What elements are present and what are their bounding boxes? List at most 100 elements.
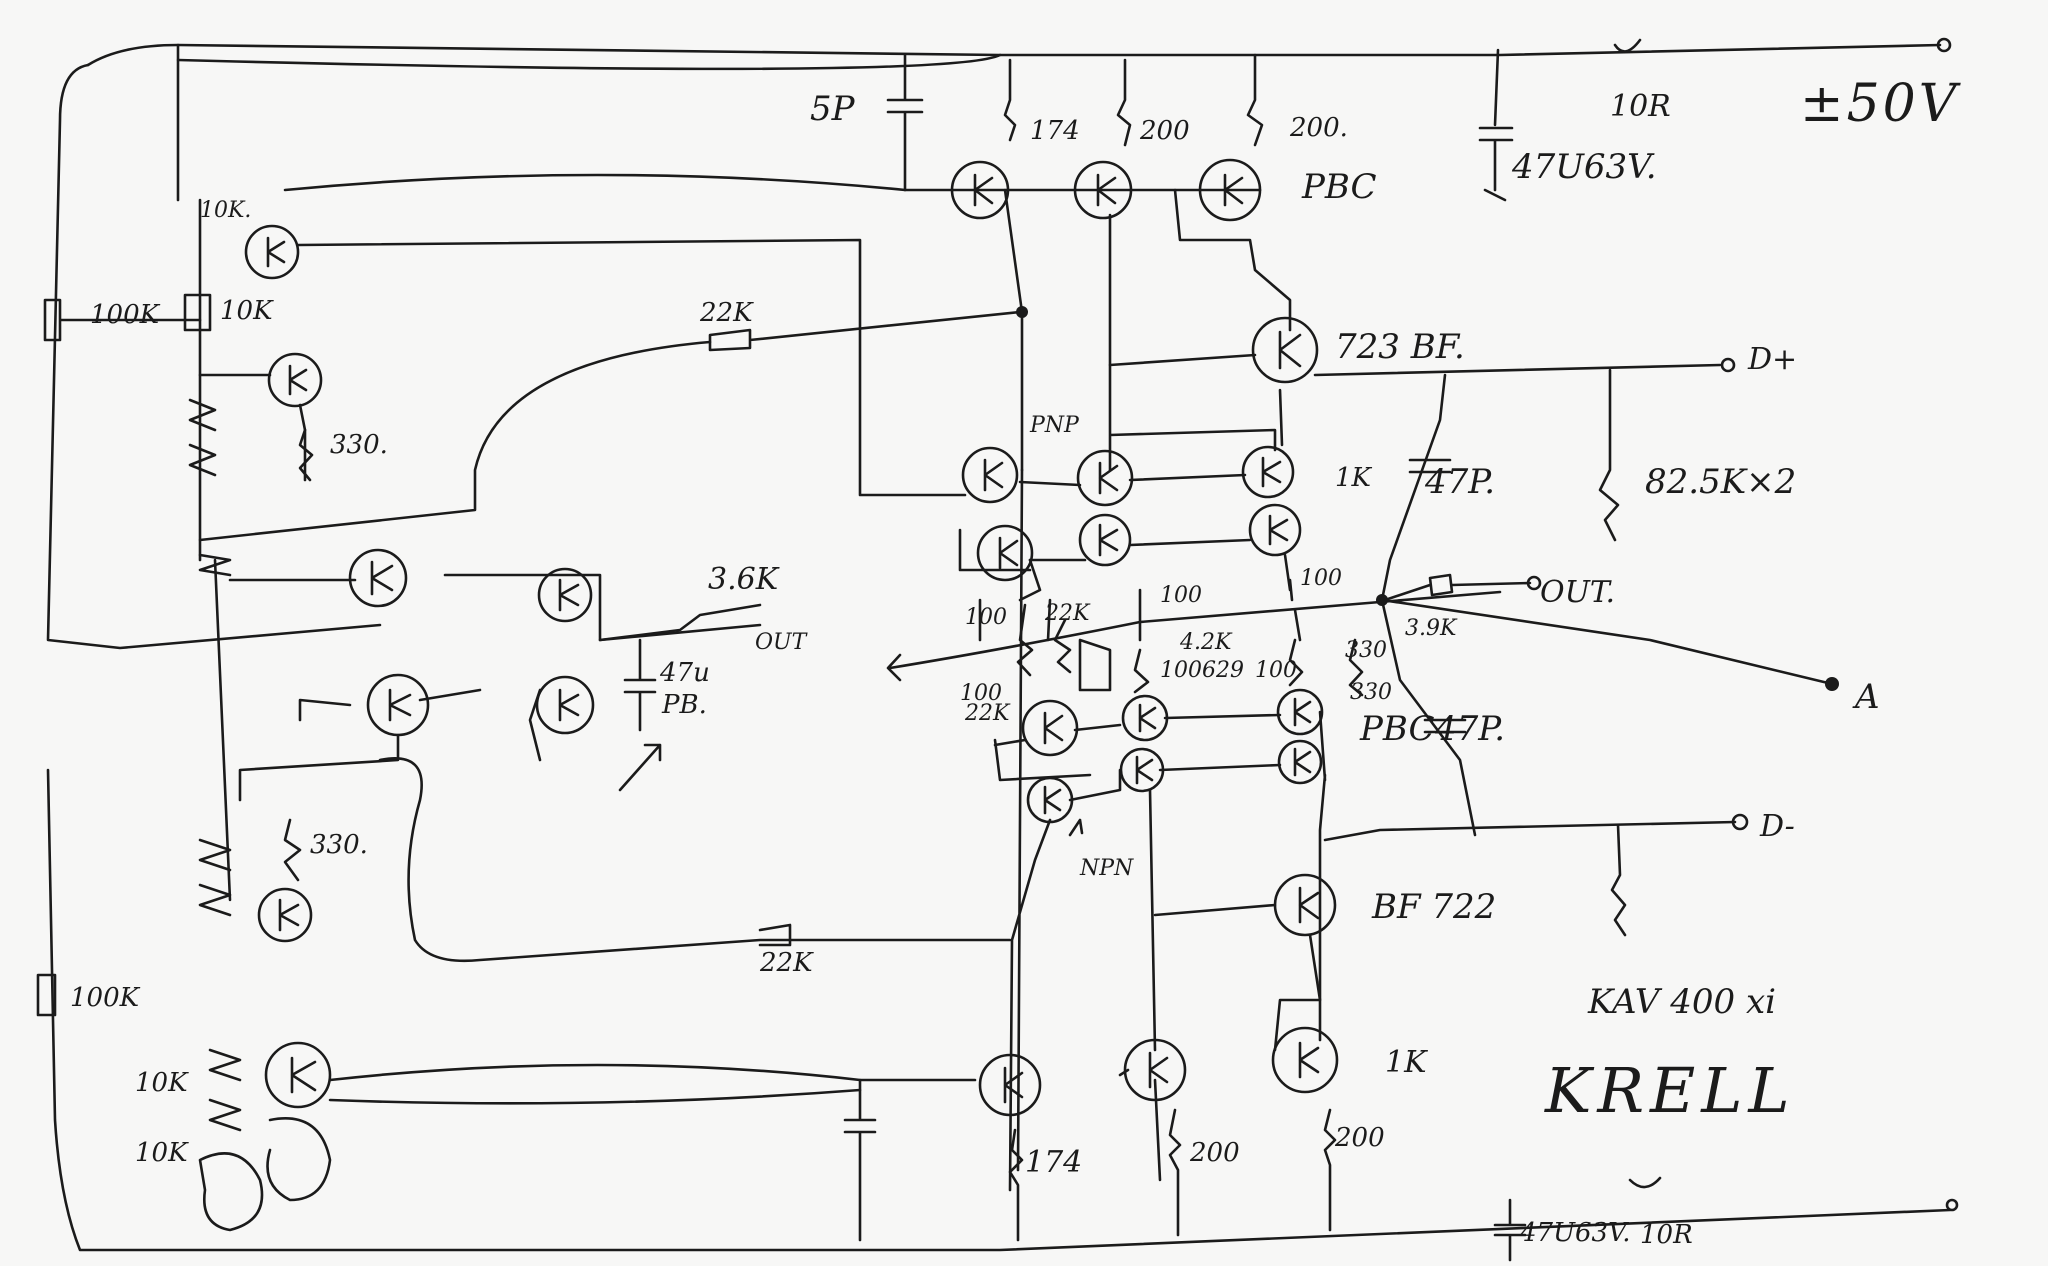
res-10k-top1-label: 10K. xyxy=(200,198,252,223)
bf723-label: 723 BF. xyxy=(1335,327,1465,367)
lower-left-blob xyxy=(198,1117,332,1232)
res-d-minus xyxy=(1610,823,1627,937)
transistor-l1 xyxy=(244,224,300,280)
res-200-bot1-label: 200 xyxy=(1190,1138,1240,1168)
transistor-in1 xyxy=(348,548,408,608)
out-main-label: OUT. xyxy=(1540,575,1616,610)
cap-47u-pb xyxy=(623,638,657,732)
res-200-top1-label: 200 xyxy=(1140,116,1190,146)
npn-label: NPN xyxy=(1080,856,1134,881)
res-1k-bot-label: 1K xyxy=(1385,1045,1427,1080)
lower-cascode xyxy=(993,688,1327,824)
upper-bus xyxy=(283,173,1262,192)
rail-bend xyxy=(176,53,1002,71)
lower-wire-1 xyxy=(328,1063,977,1082)
res-100-d-label: 100 xyxy=(1300,566,1342,591)
res-174-top xyxy=(1003,58,1017,142)
rail-cap-lead xyxy=(1478,48,1514,202)
top-rail-wire xyxy=(86,43,1942,67)
b-symbols xyxy=(1003,1041,1320,1104)
center-bus xyxy=(888,590,1502,670)
res-mesh xyxy=(1016,603,1364,697)
cap-47p-bot-sym xyxy=(1423,718,1467,734)
bottom-cap-label: 47U63V. xyxy=(1520,1218,1631,1248)
d-minus-label: D- xyxy=(1760,809,1795,844)
a-wire xyxy=(1380,598,1830,685)
transistor-bf723 xyxy=(1251,316,1319,384)
cap-47p-top-label: 47P. xyxy=(1425,462,1496,502)
res-row-1 xyxy=(978,578,1302,642)
res-100k-top-label: 100K xyxy=(90,300,160,330)
res-3-6k-label: 3.6K xyxy=(708,562,779,597)
res-100k-bot-label: 100K xyxy=(70,983,140,1013)
bf722-symbol xyxy=(1153,886,1320,924)
res-82-5k xyxy=(1598,368,1620,542)
res-3-9k-label: 3.9K xyxy=(1405,616,1457,641)
res-22k-top xyxy=(708,310,1022,352)
a-terminal xyxy=(1825,677,1839,691)
lower-left-outer xyxy=(46,768,1952,1252)
res-4-2k-label: 4.2K xyxy=(1180,630,1232,655)
cap-47u-label: 47u xyxy=(660,658,710,688)
transistor-b2 xyxy=(1123,1038,1187,1102)
vert-mid-lines xyxy=(1008,468,1327,1192)
res-22k-top-label: 22K xyxy=(700,298,753,328)
res-330-mid-label: 330 xyxy=(1345,638,1387,663)
supply-voltage-label: ±50V xyxy=(1800,74,1960,134)
res-10k-top2-label: 10K xyxy=(220,296,273,326)
brand-label: KRELL xyxy=(1545,1054,1796,1127)
transistor-l4 xyxy=(264,1041,332,1109)
vas-block xyxy=(958,213,1302,602)
lower-wire-2 xyxy=(328,1088,862,1105)
res-100k-top xyxy=(43,298,202,342)
res-200-top2-label: 200. xyxy=(1290,113,1348,143)
transistor-l2 xyxy=(267,352,323,408)
pnp-label: PNP xyxy=(1030,413,1079,438)
arrow-left xyxy=(886,653,902,682)
out-left-label: OUT xyxy=(755,630,807,655)
res-100629-label: 100629 xyxy=(1160,658,1244,683)
res-82-5k-label: 82.5K×2 xyxy=(1645,462,1797,502)
d-plus-label: D+ xyxy=(1748,342,1798,377)
res-330-top-label: 330. xyxy=(330,430,388,460)
res-200-top2 xyxy=(1246,53,1264,147)
bottom-res-10r xyxy=(1628,1176,1662,1189)
bf722-link xyxy=(1273,933,1322,1052)
res-100-c-label: 100 xyxy=(1160,583,1202,608)
rail-res-10r xyxy=(1613,38,1642,53)
rail-resistor-label: 10R xyxy=(1610,89,1671,124)
bottom-res-label: 10R xyxy=(1640,1220,1693,1250)
transistor-b1 xyxy=(978,1053,1042,1117)
in-wires xyxy=(228,573,762,802)
cap-5p-label: 5P xyxy=(810,89,855,129)
res-22k-f-label: 22K xyxy=(965,701,1010,726)
cap-47p-bot-label: 47P. xyxy=(1435,709,1506,749)
pb-label: PB. xyxy=(662,690,707,720)
res-1k-label: 1K xyxy=(1335,463,1371,493)
res-100k-bot xyxy=(36,973,57,1017)
out-terminal xyxy=(1526,575,1542,591)
d-plus-terminal xyxy=(1720,357,1736,373)
res-174-top-label: 174 xyxy=(1030,116,1080,146)
in-lower-loop xyxy=(378,757,1012,963)
res-200-bot2-label: 200 xyxy=(1335,1123,1385,1153)
left-vert-main xyxy=(198,198,232,902)
supply-terminal-top xyxy=(1936,37,1952,53)
transistor-in2 xyxy=(537,567,593,623)
bf722-label: BF 722 xyxy=(1372,887,1497,927)
res-174-bot-label: 174 xyxy=(1025,1145,1083,1180)
res-100-e-label: 100 xyxy=(1255,658,1297,683)
res-10k-bot2-label: 10K xyxy=(135,1138,188,1168)
a-label: A xyxy=(1855,677,1880,717)
transistor-l3 xyxy=(257,887,313,943)
upper-vert xyxy=(1003,188,1024,472)
l-symbols xyxy=(266,236,308,396)
l-symbols-b xyxy=(278,898,317,1094)
res-100-f-label: 100 xyxy=(960,681,1002,706)
in-symbols xyxy=(370,560,580,722)
d-plus-wire xyxy=(1108,353,1722,377)
transistor-in4 xyxy=(535,675,595,735)
cap-bottom-mid xyxy=(843,1078,877,1242)
rail-cap-label: 47U63V. xyxy=(1512,147,1657,187)
outer-left-loop xyxy=(46,63,382,650)
